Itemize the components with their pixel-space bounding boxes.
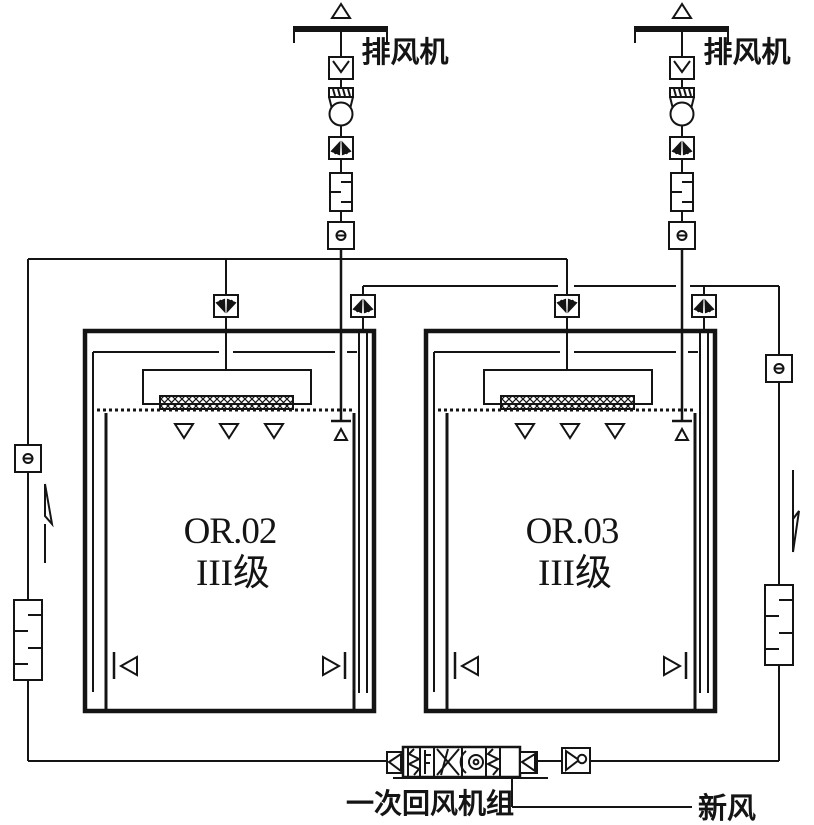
room-or02-grade: III级: [196, 552, 270, 594]
ahu-label: 一次回风机组: [346, 788, 514, 819]
exhaust-stack-and-room-or02: [85, 4, 388, 711]
ahu-filter-icon: [406, 748, 422, 776]
flow-arrow-up-icon: [44, 483, 54, 563]
fresh-air-label: 新风: [698, 792, 756, 825]
right-return-riser: [590, 286, 800, 762]
duct-sensor-left: [14, 444, 42, 473]
ahu-spray-icon: [436, 748, 460, 776]
left-supply-riser: [13, 259, 387, 762]
exhaust-stack-and-room-or03: [426, 4, 729, 711]
flow-arrow-down-icon: [792, 470, 800, 553]
duct-sensor-right: [765, 354, 793, 383]
silencer-left: [13, 599, 43, 681]
silencer-right: [764, 584, 794, 666]
ahu-outlet-arrow-icon: [387, 752, 402, 773]
check-valve-device: [561, 747, 591, 774]
exhaust-fan-label-left: 排风机: [361, 36, 448, 69]
ahu-inlet-arrow-icon: [520, 752, 536, 773]
exhaust-fan-label-right: 排风机: [703, 36, 790, 69]
room-or03-name: OR.03: [526, 511, 619, 552]
room-or03-grade: III级: [538, 552, 612, 594]
ahu-unit: [386, 745, 692, 808]
room-or02-name: OR.02: [184, 511, 277, 552]
ahu-fan-icon: [468, 754, 484, 770]
ahu-coil-icon: [424, 750, 431, 774]
